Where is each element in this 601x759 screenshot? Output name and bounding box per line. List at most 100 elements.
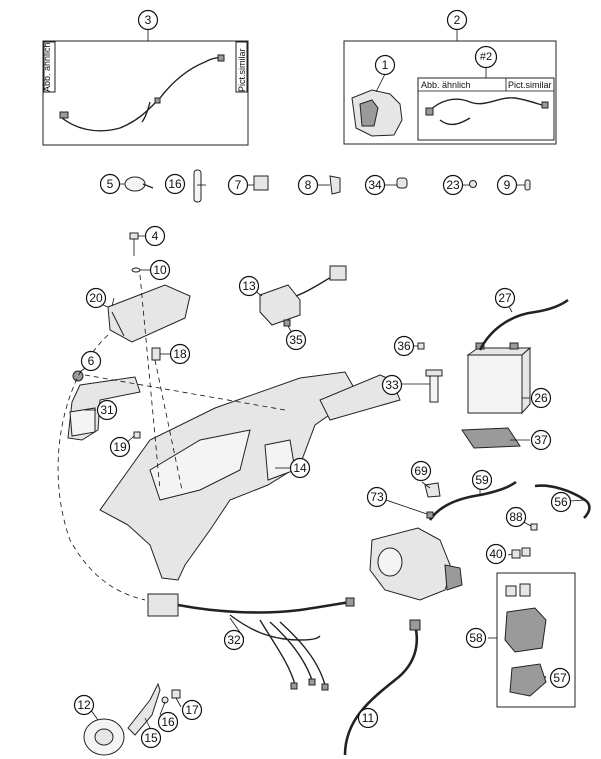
callout-31: 31 <box>96 399 118 421</box>
callout-sub-2: #2 <box>474 45 498 69</box>
small-parts-row <box>124 169 531 203</box>
svg-text:1: 1 <box>382 58 389 72</box>
screw-88 <box>530 523 538 531</box>
callout-7: 7 <box>227 174 249 196</box>
svg-text:59: 59 <box>475 473 489 487</box>
svg-text:36: 36 <box>397 339 411 353</box>
callout-69: 69 <box>410 460 432 482</box>
svg-text:26: 26 <box>534 391 548 405</box>
svg-text:14: 14 <box>293 461 307 475</box>
callout-35: 35 <box>285 329 307 351</box>
svg-text:35: 35 <box>289 333 303 347</box>
svg-text:16: 16 <box>168 177 182 191</box>
svg-text:73: 73 <box>370 490 384 504</box>
cap-69 <box>424 482 441 498</box>
callout-1: 1 <box>374 54 396 76</box>
callout-4: 4 <box>144 225 166 247</box>
callout-59: 59 <box>471 469 493 491</box>
svg-text:23: 23 <box>446 178 460 192</box>
svg-text:88: 88 <box>509 510 523 524</box>
box-starter-relay <box>488 572 576 708</box>
dashed-guides <box>57 274 286 601</box>
callout-23: 23 <box>442 174 464 196</box>
svg-text:27: 27 <box>498 291 512 305</box>
callout-18: 18 <box>169 343 191 365</box>
callout-33: 33 <box>381 374 403 396</box>
svg-text:8: 8 <box>305 178 312 192</box>
callout-20: 20 <box>85 287 107 309</box>
label-pict-similar-right: Pict.similar <box>508 80 552 90</box>
battery-pad-37 <box>461 427 521 449</box>
cable-11-terminal <box>409 619 421 631</box>
callout-12: 12 <box>73 694 95 716</box>
callout-32: 32 <box>223 629 245 651</box>
brushes-40 <box>511 547 531 559</box>
label-pict-similar-left: Pict.similar <box>237 48 247 92</box>
main-harness-32 <box>147 593 355 691</box>
svg-text:15: 15 <box>144 731 158 745</box>
svg-text:11: 11 <box>362 711 375 725</box>
callout-16-top: 16 <box>164 173 186 195</box>
callout-9: 9 <box>496 174 518 196</box>
svg-text:18: 18 <box>173 347 187 361</box>
cable-11 <box>343 624 419 756</box>
svg-text:10: 10 <box>153 263 167 277</box>
svg-text:20: 20 <box>89 291 103 305</box>
starter-cable-59 <box>428 480 517 521</box>
svg-text:17: 17 <box>185 703 199 717</box>
callout-26: 26 <box>530 387 552 409</box>
callout-16-bottom: 16 <box>157 711 179 733</box>
svg-text:7: 7 <box>235 178 242 192</box>
svg-text:6: 6 <box>88 354 95 368</box>
callout-19: 19 <box>109 436 131 458</box>
callout-11: 11 <box>357 707 379 729</box>
callout-5: 5 <box>99 173 121 195</box>
svg-text:4: 4 <box>152 229 159 243</box>
svg-text:#2: #2 <box>480 51 492 63</box>
svg-text:57: 57 <box>553 671 567 685</box>
svg-text:5: 5 <box>107 177 114 191</box>
strap-33 <box>425 369 443 403</box>
callout-57: 57 <box>549 667 571 689</box>
nut-73 <box>426 511 434 519</box>
callout-2: 2 <box>446 9 468 31</box>
callout-15: 15 <box>140 727 162 749</box>
svg-text:56: 56 <box>554 495 568 509</box>
callout-14: 14 <box>289 457 311 479</box>
label-abb-aehnlich-left: Abb. ähnlich <box>42 42 52 92</box>
svg-text:19: 19 <box>113 440 127 454</box>
callout-34: 34 <box>364 174 386 196</box>
callout-36: 36 <box>393 335 415 357</box>
svg-text:58: 58 <box>469 631 483 645</box>
callout-37: 37 <box>530 429 552 451</box>
svg-text:16: 16 <box>161 715 175 729</box>
callout-88: 88 <box>505 506 527 528</box>
svg-text:33: 33 <box>385 378 399 392</box>
svg-text:9: 9 <box>504 178 511 192</box>
box-ignition-2: Abb. ähnlich Pict.similar <box>343 30 557 145</box>
main-bracket-14 <box>99 371 401 581</box>
svg-text:40: 40 <box>489 547 503 561</box>
box-wiring-harness-3: Abb. ähnlich Pict.similar <box>42 30 249 146</box>
callout-27: 27 <box>494 287 516 309</box>
callout-17: 17 <box>181 699 203 721</box>
callout-8: 8 <box>297 174 319 196</box>
svg-text:12: 12 <box>77 698 91 712</box>
battery-26 <box>466 342 532 415</box>
bolt-washer-stack <box>129 232 150 273</box>
grommet-18 <box>151 347 161 361</box>
svg-text:69: 69 <box>414 464 428 478</box>
svg-text:37: 37 <box>534 433 548 447</box>
callout-3: 3 <box>137 9 159 31</box>
screw-36 <box>417 342 425 350</box>
callout-10: 10 <box>149 259 171 281</box>
callout-56: 56 <box>550 491 572 513</box>
callout-13: 13 <box>238 275 260 297</box>
svg-text:31: 31 <box>100 403 114 417</box>
svg-text:13: 13 <box>242 279 256 293</box>
bolt-19 <box>133 431 141 439</box>
starter-motor <box>369 527 463 601</box>
svg-text:3: 3 <box>145 13 152 27</box>
label-abb-aehnlich-right: Abb. ähnlich <box>421 80 471 90</box>
